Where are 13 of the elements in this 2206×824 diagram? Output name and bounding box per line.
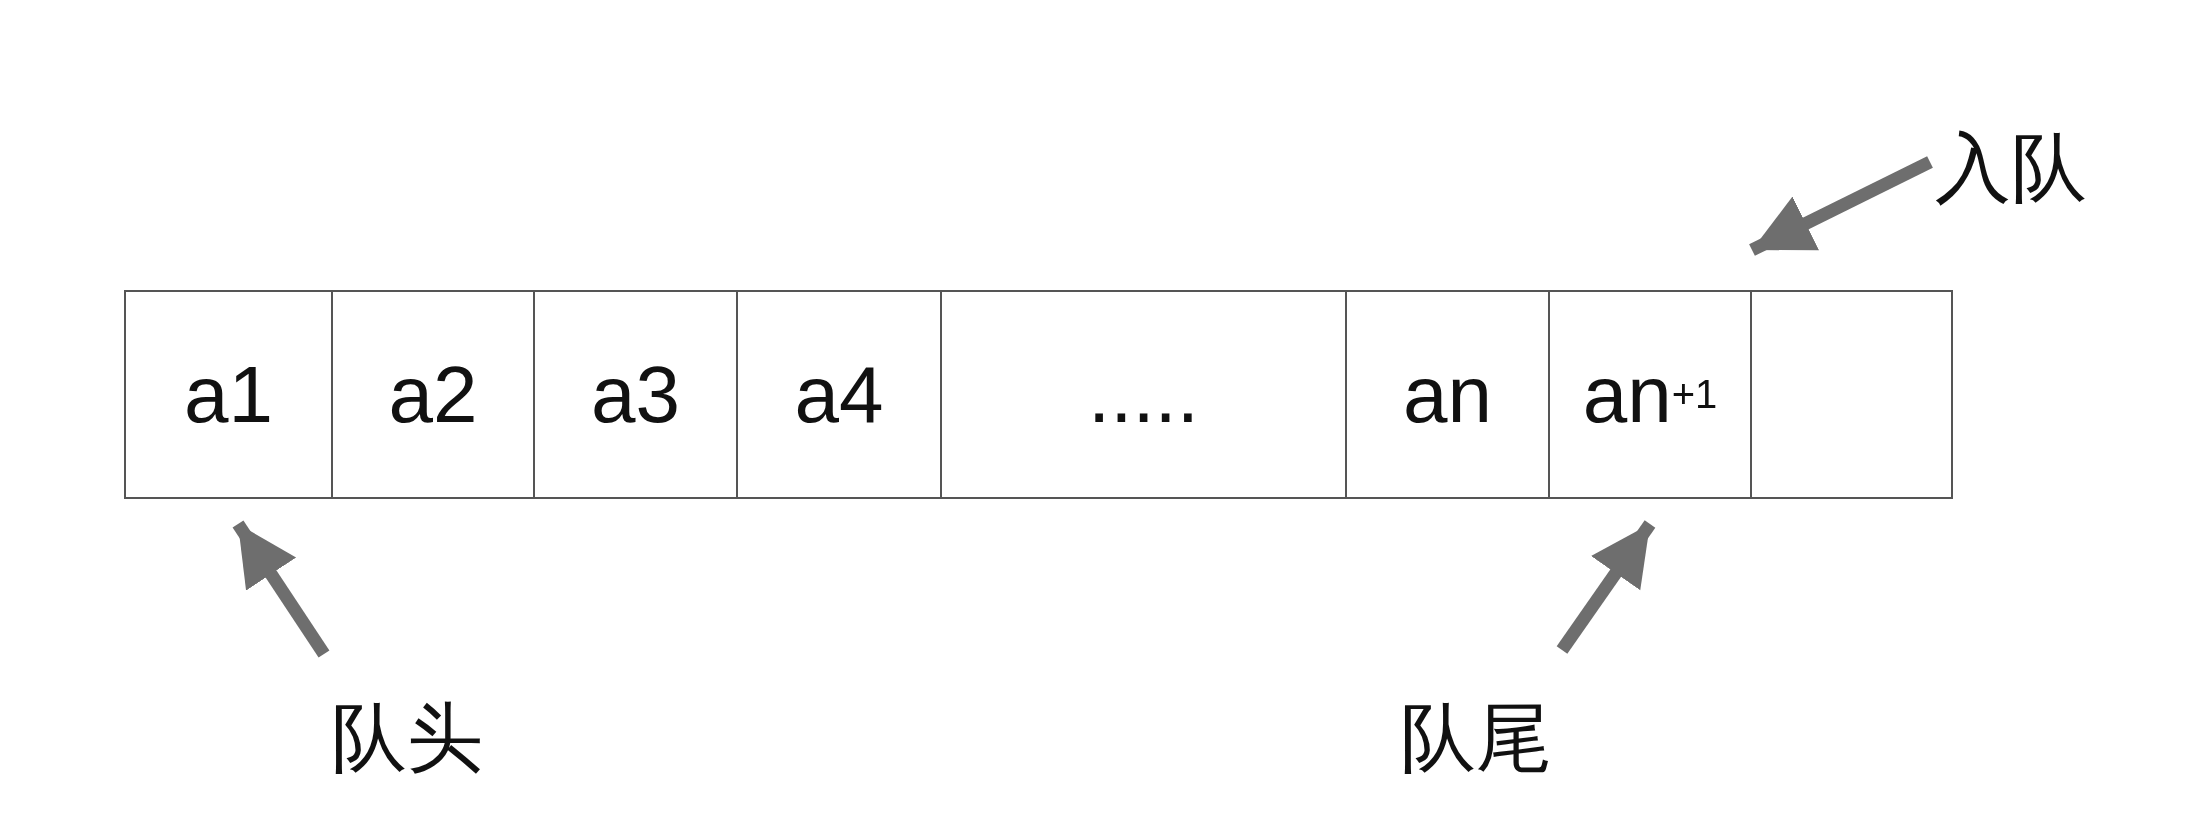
pointer-label: 入队 <box>1935 130 2087 206</box>
pointer-label: 队头 <box>331 700 483 776</box>
empty-cell <box>1750 290 1953 499</box>
queue-cell: an <box>1345 290 1550 499</box>
queue-cell: a3 <box>533 290 738 499</box>
queue-cell: a1 <box>124 290 333 499</box>
queue-cell: a4 <box>736 290 942 499</box>
arrow <box>232 520 330 658</box>
queue-cell: ..... <box>940 290 1347 499</box>
arrow <box>1556 520 1656 654</box>
arrow <box>1749 156 1933 256</box>
queue-cell: a2 <box>331 290 535 499</box>
pointer-label: 队尾 <box>1400 700 1552 776</box>
